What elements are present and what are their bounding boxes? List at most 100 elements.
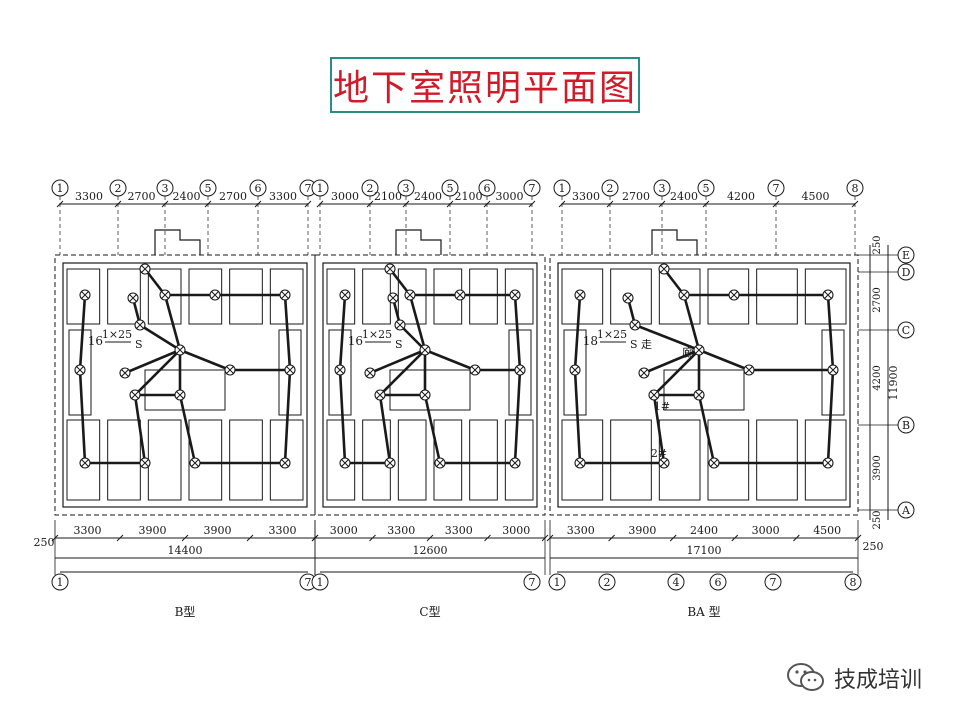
bottom-dimension-text: 3300 — [567, 524, 595, 537]
dimension-tick — [702, 200, 710, 208]
plan-type-label: BA 型 — [687, 605, 720, 619]
ceiling-lamp-icon — [509, 289, 521, 301]
top-axis-bubble: 7 — [767, 179, 785, 197]
inner-wall — [322, 262, 538, 508]
top-axis-bubble: 5 — [441, 179, 459, 197]
ceiling-lamp-icon — [658, 263, 670, 275]
lamp-cross — [129, 294, 137, 302]
bottom-axis-bubble: 2 — [598, 573, 616, 591]
dimension-tick — [772, 200, 780, 208]
storage-room — [433, 419, 463, 501]
outer-wall-dashed — [314, 254, 546, 516]
axis-label: 2 — [604, 576, 611, 589]
dimension-tick — [56, 200, 64, 208]
ceiling-lamp-icon — [693, 389, 705, 401]
title-box: 地下室照明平面图 — [330, 57, 640, 113]
axis-bubble — [764, 573, 782, 591]
storage-room — [147, 419, 182, 501]
ceiling-lamp-icon — [574, 289, 586, 301]
lamp-cross — [281, 459, 289, 467]
top-axis-bubble: 1 — [51, 179, 69, 197]
wiring-run — [643, 348, 701, 397]
bottom-axis-bubble: 1 — [311, 573, 329, 591]
ceiling-lamp-icon — [387, 292, 399, 304]
circuit-spec: 1×25 — [102, 328, 132, 341]
wiring-run — [369, 348, 427, 397]
storage-room — [229, 268, 263, 325]
top-axis-bubble: 1 — [311, 179, 329, 197]
ceiling-lamp-icon — [384, 457, 396, 469]
axis-label: C — [902, 324, 910, 337]
dimension-tick — [369, 534, 376, 542]
lamp-cross — [640, 369, 648, 377]
wiring-run — [131, 297, 292, 465]
dimension-tick — [366, 200, 374, 208]
top-dimension-text: 4200 — [727, 190, 755, 203]
top-dimension-text: 3300 — [572, 190, 600, 203]
axis-label: 5 — [703, 182, 710, 195]
lamp-cross — [576, 291, 584, 299]
axis-label: 8 — [852, 182, 859, 195]
axis-label: 1 — [559, 182, 566, 195]
lamp-cross — [571, 366, 579, 374]
outer-wall-dashed — [54, 254, 316, 516]
lamp-cross — [511, 291, 519, 299]
bottom-axis-bubble: 1 — [548, 573, 566, 591]
ceiling-lamp-icon — [514, 364, 526, 376]
ceiling-lamp-icon — [419, 344, 431, 356]
wiring-run — [78, 268, 182, 465]
ceiling-lamp-icon — [629, 319, 641, 331]
bottom-dimension-text: 3000 — [752, 524, 780, 537]
ceiling-lamp-icon — [224, 364, 236, 376]
ceiling-lamp-icon — [708, 457, 720, 469]
top-dimension-text: 2700 — [219, 190, 247, 203]
ceiling-lamp-icon — [334, 364, 346, 376]
axis-label: A — [901, 504, 911, 517]
top-dimension-text: 2400 — [414, 190, 442, 203]
total-dimension-text: 12600 — [413, 544, 448, 557]
watermark-text: 技成培训 — [834, 668, 923, 693]
bottom-dimension-text: 3300 — [269, 524, 297, 537]
wiring-run — [391, 297, 522, 465]
dimension-tick — [426, 534, 434, 542]
axis-label: 2 — [115, 182, 122, 195]
circuit-spec: 1×25 — [362, 328, 392, 341]
storage-room — [326, 268, 356, 325]
lamp-cross — [341, 459, 349, 467]
top-dimension-text: 3300 — [75, 190, 103, 203]
ceiling-lamp-icon — [209, 289, 221, 301]
lamp-cross — [680, 291, 688, 299]
storage-room — [707, 419, 750, 501]
right-axis-bubble: A — [897, 501, 915, 519]
axis-label: 7 — [305, 182, 312, 195]
ceiling-lamp-icon — [827, 364, 839, 376]
top-axis-bubble: 5 — [697, 179, 715, 197]
lamp-cross — [730, 291, 738, 299]
bottom-dimension-text: 3900 — [204, 524, 232, 537]
lamp-cross — [141, 459, 149, 467]
dimension-tick — [484, 534, 491, 542]
bottom-axis-bubble: 6 — [709, 573, 727, 591]
top-axis-bubble: 8 — [846, 179, 864, 197]
room-label: 2# — [651, 447, 667, 460]
dimension-tick — [116, 534, 124, 542]
dimension-tick — [528, 200, 536, 208]
right-dimension-text: 250 — [872, 510, 883, 529]
right-axis-bubble: E — [897, 246, 915, 264]
lamp-cross — [456, 291, 464, 299]
lamp-cross — [121, 369, 129, 377]
lamp-cross — [76, 366, 84, 374]
lamp-cross — [389, 294, 397, 302]
dimension-tick — [114, 200, 122, 208]
storage-room — [147, 268, 182, 325]
bottom-axis-bubble: 8 — [844, 573, 862, 591]
ceiling-lamp-icon — [279, 289, 291, 301]
lamp-cross — [406, 291, 414, 299]
dimension-tick — [254, 200, 262, 208]
ceiling-lamp-icon — [638, 367, 650, 379]
axis-bubble — [523, 573, 541, 591]
ceiling-lamp-icon — [374, 389, 386, 401]
